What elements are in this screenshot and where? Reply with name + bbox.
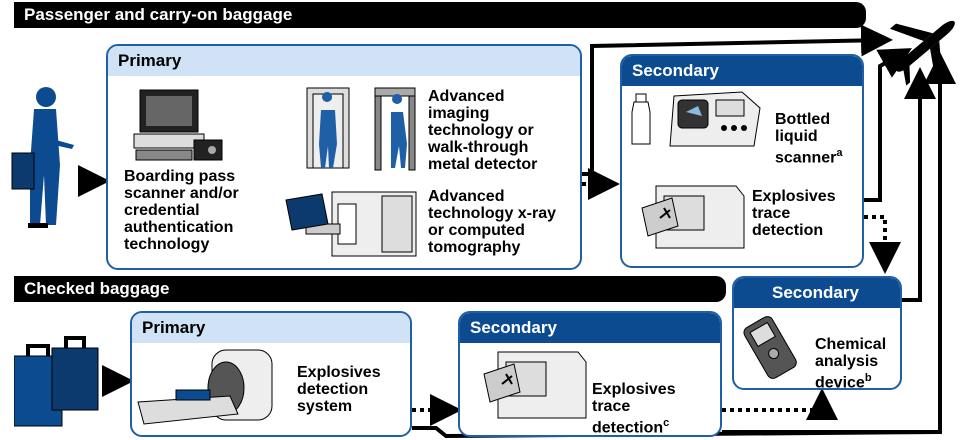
checked-band: Checked baggage [14, 276, 726, 302]
passenger-primary-title: Primary [108, 46, 580, 76]
liquid-scanner-icon [669, 91, 761, 147]
boarding-pass-label: Boarding pass scanner and/or credential … [124, 168, 239, 253]
handheld-device-icon [743, 316, 797, 379]
xray-machine-icon [285, 191, 417, 257]
checked-primary-panel: Primary [130, 311, 412, 437]
chemical-text: Chemical analysis device [815, 336, 887, 392]
bottled-liquid-text: Bottled liquid scanner [775, 111, 837, 167]
etd-checked-label: Explosives trace detectionc [592, 364, 676, 436]
passenger-secondary-title: Secondary [622, 56, 862, 86]
etd-checked-text: Explosives trace detection [592, 381, 676, 437]
bottled-liquid-label: Bottled liquid scannera [775, 94, 843, 166]
body-scanner-icon [306, 87, 416, 171]
computer-icon [133, 89, 223, 161]
arrow-etd-to-chem [722, 388, 838, 420]
chemical-label: Chemical analysis deviceb [815, 319, 886, 391]
airplane-icon [883, 20, 955, 86]
checked-secondary-title: Secondary [460, 313, 720, 343]
eds-machine-icon [137, 349, 273, 425]
traveler-icon [11, 87, 74, 228]
arrow-bottom-to-plane [412, 52, 956, 439]
eds-label: Explosives detection system [297, 364, 381, 415]
arrow-to-chem [864, 215, 901, 274]
ait-label: Advanced imaging technology or walk-thro… [428, 88, 538, 173]
chemical-secondary-title: Secondary [734, 278, 900, 308]
bottled-liquid-note: a [836, 147, 843, 159]
trace-detector-checked-icon [483, 351, 587, 419]
chemical-note: b [864, 372, 872, 384]
passenger-band-title: Passenger and carry-on baggage [24, 5, 293, 24]
arrow-primary-to-plane [580, 24, 893, 176]
checked-band-title: Checked baggage [24, 279, 170, 298]
luggage-icon [14, 336, 99, 427]
arrow-chem-to-plane [902, 67, 936, 302]
bottle-icon [631, 93, 651, 145]
trace-detector-icon [641, 185, 745, 249]
etd-passenger-label: Explosives trace detection [752, 188, 836, 239]
xray-label: Advanced technology x-ray or computed to… [428, 188, 557, 256]
passenger-band: Passenger and carry-on baggage [14, 2, 866, 28]
etd-checked-note: c [663, 417, 670, 429]
checked-primary-title: Primary [132, 313, 410, 343]
